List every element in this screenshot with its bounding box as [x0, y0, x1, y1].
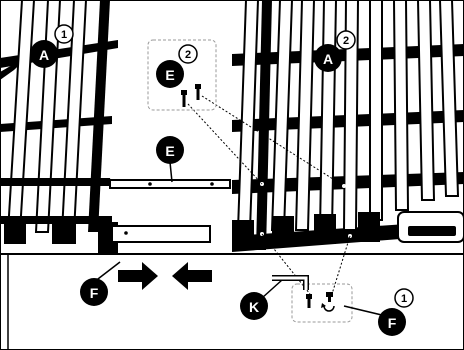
- callout-a-left: A 1: [30, 24, 74, 68]
- callout-e-mid: E: [156, 136, 184, 164]
- left-frame: [0, 0, 118, 254]
- callout-label: F: [90, 285, 99, 301]
- screw-icon: [306, 292, 333, 308]
- callout-number: 1: [61, 29, 67, 41]
- callout-k: K: [240, 292, 268, 320]
- screw-detail-box-top: [147, 39, 217, 111]
- callout-label: K: [249, 299, 259, 315]
- callout-number: 1: [401, 293, 407, 305]
- screw-icon: [181, 84, 201, 107]
- callout-label: E: [165, 67, 174, 83]
- right-frame: [232, 0, 464, 252]
- callout-label: A: [39, 47, 49, 63]
- callout-number: 2: [343, 35, 349, 47]
- callout-a-right: A 2: [314, 30, 356, 72]
- rotate-icon: [321, 303, 335, 312]
- callout-f-right: F 1: [378, 288, 414, 336]
- callout-number: 2: [185, 49, 191, 61]
- screw-detail-box-bottom: [291, 283, 353, 323]
- hex-key-icon: [261, 275, 309, 299]
- arrow-right-icon: [118, 262, 158, 290]
- callout-label: A: [323, 51, 333, 67]
- connector-beam: [109, 179, 231, 243]
- callout-e-top: E 2: [156, 44, 198, 88]
- callout-f-left: F: [80, 278, 108, 306]
- callout-label: F: [388, 315, 397, 331]
- arrow-left-icon: [172, 262, 212, 290]
- callout-label: E: [165, 143, 174, 159]
